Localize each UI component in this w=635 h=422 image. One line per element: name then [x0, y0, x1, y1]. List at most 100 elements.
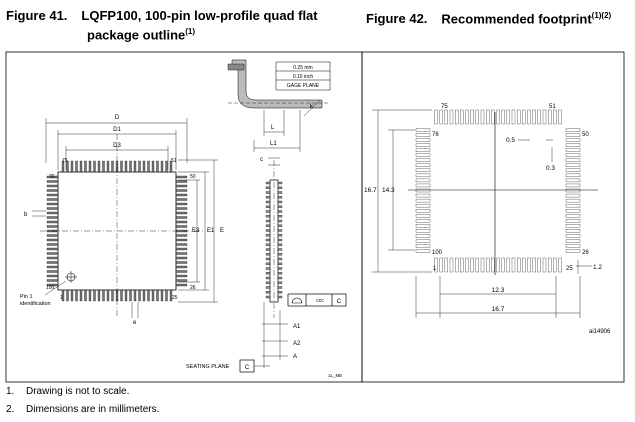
pin-lead [175, 283, 188, 287]
pin-lead [151, 289, 155, 302]
side-lead [265, 272, 271, 275]
label-b: b [24, 212, 28, 218]
side-lead [277, 248, 283, 251]
fp-dim-12: 1.2 [593, 264, 602, 271]
figure-42-code: ai14906 [589, 329, 611, 335]
pin-lead [46, 216, 59, 219]
side-lead [265, 229, 271, 232]
footprint-pad [565, 133, 581, 137]
pin-lead [46, 265, 59, 269]
footprint-top-pads [434, 109, 562, 125]
pin-lead [175, 184, 188, 188]
pin-lead [175, 225, 188, 228]
side-lead [277, 253, 283, 256]
fp-dim-05: 0.5 [506, 137, 515, 144]
figure-42-title: Figure 42.Recommended footprint(1)(2) [366, 8, 611, 26]
side-lead [265, 234, 271, 237]
side-lead [277, 272, 283, 275]
label-A: A [293, 354, 297, 360]
footprint-pad [558, 257, 562, 273]
footprint-pad [565, 239, 581, 243]
ccc-tolerance-frame [287, 293, 347, 307]
pin-lead [175, 193, 188, 197]
footprint-pad [565, 138, 581, 142]
footprint-pad [527, 109, 531, 125]
footprint-pad [415, 224, 431, 228]
footprint-view [372, 109, 598, 318]
footprint-pad [565, 148, 581, 152]
footprint-right-pads [565, 128, 581, 253]
label-D1: D1 [113, 127, 121, 133]
pin-lead [79, 289, 83, 302]
fp-pin51: 51 [549, 104, 556, 110]
footprint-pad [565, 173, 581, 178]
footprint-pad [415, 188, 431, 193]
footprint-pad [465, 109, 469, 125]
side-lead [265, 281, 271, 284]
pin-lead [66, 160, 69, 173]
footprint-pad [444, 109, 448, 125]
pin-lead [111, 289, 114, 302]
footprint-pad [565, 178, 581, 183]
top-pin100: 100 [46, 285, 55, 291]
footprint-pad [439, 257, 443, 273]
label-pin1-id-1: Pin 1 [20, 294, 33, 300]
footprint-pad [455, 257, 459, 273]
footprint-pad [501, 257, 505, 273]
fp-pin76: 76 [432, 132, 439, 138]
side-lead [265, 215, 271, 218]
pin-lead [142, 289, 146, 302]
top-pin76: 76 [49, 174, 55, 180]
figure-41-title-line1: LQFP100, 100-pin low-profile quad flat [81, 8, 318, 23]
footprint-pad [415, 183, 431, 188]
side-lead [277, 291, 283, 294]
top-pins [61, 160, 173, 173]
label-010inch: 0.10 inch [293, 74, 314, 80]
footprint-pad [486, 109, 490, 125]
side-lead [265, 286, 271, 289]
top-pin26: 26 [190, 285, 196, 291]
fp-pin100: 100 [432, 250, 443, 256]
pin-lead [46, 247, 59, 251]
footprint-pad [517, 257, 521, 273]
pin-lead [175, 198, 188, 201]
pin-lead [133, 160, 137, 173]
footprint-pad [542, 109, 547, 125]
side-lead [265, 205, 271, 208]
pin-lead [93, 289, 96, 302]
footprint-pad [565, 198, 581, 203]
side-lead [265, 253, 271, 256]
footprint-pad [415, 239, 431, 243]
note-2-num: 2. [6, 404, 15, 415]
footprint-left-pads [415, 128, 431, 253]
pin-lead [46, 243, 59, 246]
footprint-pad [480, 257, 485, 273]
footprint-pad [480, 109, 485, 125]
pin-lead [175, 252, 188, 255]
lead-detail [227, 59, 331, 152]
label-C-frame: C [337, 299, 342, 305]
top-pin1: 1 [60, 295, 63, 301]
top-pin51: 51 [171, 158, 177, 164]
footprint-pad [415, 214, 431, 218]
footprint-pad [470, 257, 474, 273]
pin-lead [46, 234, 59, 237]
label-A2: A2 [293, 341, 301, 347]
pin-lead [46, 189, 59, 192]
figure-42-number: Figure 42. [366, 11, 428, 27]
pin-lead [175, 261, 188, 264]
pin-lead [70, 160, 74, 173]
footprint-pad [415, 193, 431, 198]
footprint-pad [415, 173, 431, 178]
label-seating-plane: SEATING PLANE [186, 364, 230, 370]
pin-lead [46, 225, 59, 228]
package-side-view [239, 157, 347, 373]
footprint-pad [527, 257, 531, 273]
pin-lead [175, 238, 188, 242]
footprint-pad [455, 109, 459, 125]
pin-lead [46, 198, 59, 201]
fp-pin75: 75 [441, 104, 448, 110]
footprint-bottom-pads [434, 257, 562, 273]
side-lead [265, 224, 271, 227]
footprint-pad [465, 257, 469, 273]
